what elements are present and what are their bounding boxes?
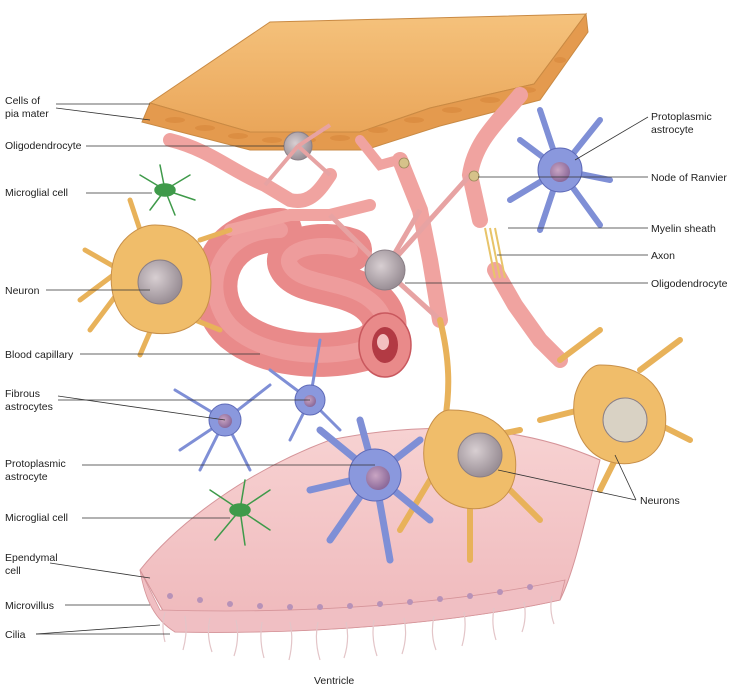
label-protoplasmic-astrocyte-right-1: Protoplasmic (651, 111, 712, 123)
protoplasmic-astrocyte-top (507, 107, 613, 233)
axon-bundle (484, 227, 506, 279)
label-neurons: Neurons (640, 495, 680, 507)
neuron-left (77, 197, 233, 358)
label-fibrous-astrocytes-2: astrocytes (5, 401, 53, 413)
label-neuron: Neuron (5, 285, 40, 297)
oligodendrocyte-top (263, 123, 332, 187)
neuron-right (537, 327, 693, 493)
label-axon: Axon (651, 250, 675, 262)
labels-right: Protoplasmic astrocyte Node of Ranvier M… (640, 111, 728, 507)
label-ventricle: Ventricle (314, 675, 354, 687)
microglial-cell-bottom (209, 479, 271, 546)
label-blood-capillary: Blood capillary (5, 349, 74, 361)
protoplasmic-astrocyte-bottom (306, 416, 434, 564)
label-oligodendrocyte-right: Oligodendrocyte (651, 278, 728, 290)
label-oligodendrocyte-left: Oligodendrocyte (5, 140, 82, 152)
oligodendrocyte-center (328, 173, 472, 322)
label-protoplasmic-astrocyte-right-2: astrocyte (651, 124, 694, 136)
label-cells-of-pia-mater-1: Cells of (5, 95, 40, 107)
cilia (162, 595, 555, 661)
label-microglial-cell-top: Microglial cell (5, 187, 68, 199)
fibrous-astrocyte-b (268, 338, 342, 442)
pia-cell-layer (165, 57, 566, 143)
pia-mater (141, 12, 589, 151)
microglial-cell-top (139, 164, 196, 216)
nodes-of-ranvier (398, 157, 480, 182)
label-microglial-cell-bottom: Microglial cell (5, 512, 68, 524)
label-fibrous-astrocytes-1: Fibrous (5, 388, 40, 400)
labels-left: Cells of pia mater Oligodendrocyte Micro… (5, 95, 82, 641)
ependymal-cells (167, 584, 533, 610)
neuron-center (397, 317, 543, 563)
label-cells-of-pia-mater-2: pia mater (5, 108, 49, 120)
label-node-of-ranvier: Node of Ranvier (651, 172, 727, 184)
leader-lines (35, 103, 649, 635)
label-myelin-sheath: Myelin sheath (651, 223, 716, 235)
label-protoplasmic-astrocyte-left-1: Protoplasmic (5, 458, 66, 470)
label-microvillus: Microvillus (5, 600, 54, 612)
label-ependymal-cell-1: Ependymal (5, 552, 58, 564)
label-cilia: Cilia (5, 629, 26, 641)
label-ependymal-cell-2: cell (5, 565, 21, 577)
fibrous-astrocyte-a (173, 383, 272, 472)
label-protoplasmic-astrocyte-left-2: astrocyte (5, 471, 48, 483)
blood-capillary (193, 208, 412, 378)
